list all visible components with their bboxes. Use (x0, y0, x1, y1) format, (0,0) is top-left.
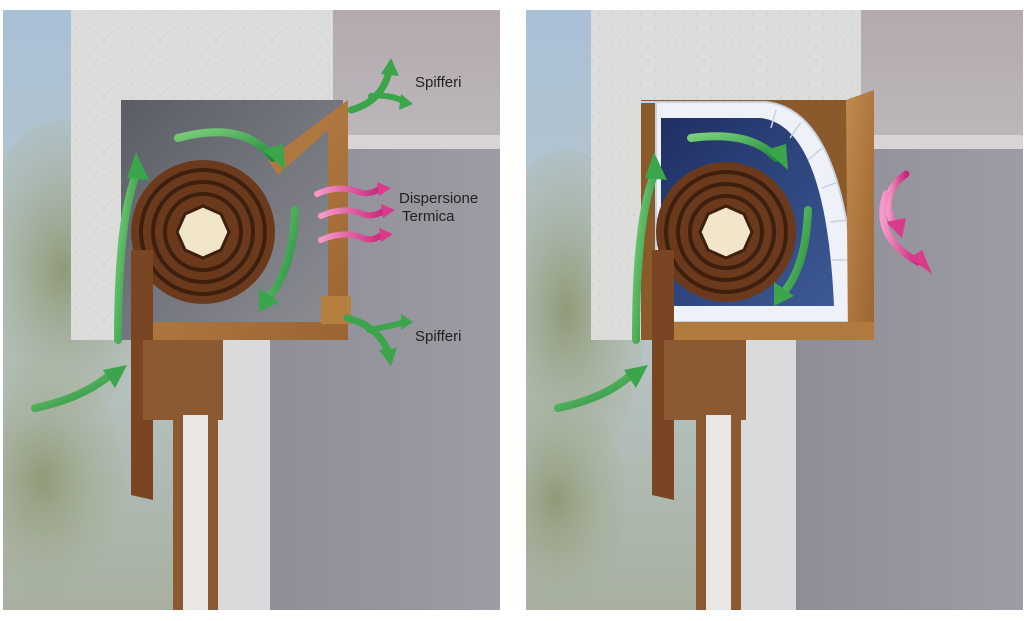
roller-axle (698, 204, 754, 260)
draft-arrow (774, 206, 812, 306)
uninsulated-box-panel (3, 10, 500, 610)
wooden-shutter-box (846, 90, 874, 340)
drafts-label-top: Spifferi (415, 74, 462, 91)
uninsulated-box-illustration (3, 10, 500, 610)
shutter-roll (131, 160, 275, 304)
wooden-shutter-box (133, 100, 348, 340)
ceiling-molding (333, 135, 500, 149)
window-frame-jamb (173, 415, 183, 610)
heat-loss-label-line1: Dispersione (399, 190, 479, 207)
draft-arrow (174, 128, 285, 170)
tree-foliage-lower (526, 390, 626, 610)
drafts-label-bottom: Spifferi (415, 328, 462, 345)
heat-loss-label-line2: Termica (402, 208, 455, 225)
window-frame-jamb (696, 415, 706, 610)
roller-axle (175, 204, 231, 260)
ceiling-molding (861, 135, 1023, 149)
draft-arrow (259, 206, 299, 312)
heat-loss-arrows (314, 182, 395, 243)
shutter-roll (656, 162, 796, 302)
insulated-box-illustration (526, 10, 1023, 610)
draft-arrow (687, 132, 788, 170)
ceiling (333, 10, 500, 150)
draft-arrow (632, 152, 667, 344)
draft-arrow (114, 152, 149, 344)
tree-foliage-lower (3, 360, 123, 600)
draft-arrow (554, 365, 648, 412)
heat-loss-label: Dispersione Termica (399, 190, 478, 226)
window-frame-head (143, 340, 223, 420)
concrete-lintel (591, 10, 861, 340)
window-sill (741, 340, 796, 610)
window-frame-jamb-inner (731, 415, 741, 610)
insulated-box-panel (526, 10, 1023, 610)
shutter-slats (652, 250, 674, 500)
heat-deflection-arrows (879, 170, 932, 274)
box-bottom (656, 322, 874, 340)
window-frame-jamb-inner (208, 415, 218, 610)
draft-arrow-lower-exit (343, 314, 413, 366)
ceiling (861, 10, 1023, 150)
window-frame-head (664, 340, 746, 420)
draft-arrow-upper-exit (347, 58, 413, 114)
insulation-segments (770, 109, 852, 261)
shutter-slats (131, 250, 153, 500)
draft-arrow (31, 365, 127, 412)
window-sill (215, 340, 270, 610)
concrete-lintel (71, 10, 333, 340)
